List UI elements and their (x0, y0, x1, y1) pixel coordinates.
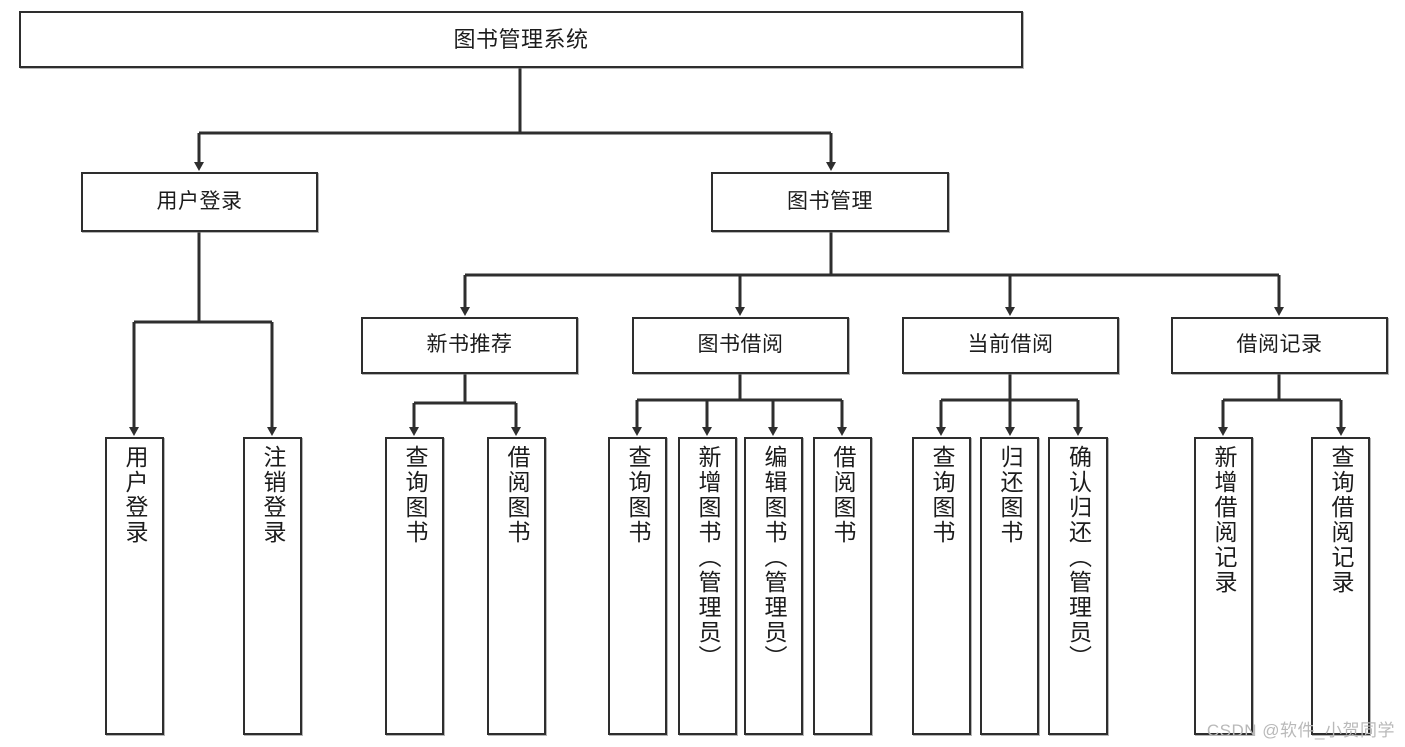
leaf-confirm-return[interactable]: 确认归还（管理员） (1048, 437, 1108, 735)
node-book-borrow[interactable]: 图书借阅 (632, 317, 849, 374)
node-root-label: 图书管理系统 (453, 26, 589, 52)
node-new-book-rec[interactable]: 新书推荐 (361, 317, 578, 374)
node-borrow-record[interactable]: 借阅记录 (1171, 317, 1388, 374)
node-current-borrow[interactable]: 当前借阅 (902, 317, 1119, 374)
leaf-add-book-label: 新增图书（管理员） (695, 445, 721, 670)
leaf-user-logout-label: 注销登录 (260, 445, 286, 545)
node-book-manage[interactable]: 图书管理 (711, 172, 949, 232)
leaf-user-login[interactable]: 用户登录 (105, 437, 164, 735)
leaf-query-book-1-label: 查询图书 (402, 445, 428, 545)
leaf-query-book-3[interactable]: 查询图书 (912, 437, 971, 735)
node-user-login-label: 用户登录 (156, 189, 243, 213)
leaf-user-logout[interactable]: 注销登录 (243, 437, 302, 735)
leaf-borrow-book-2-label: 借阅图书 (830, 445, 856, 545)
leaf-borrow-book-1-label: 借阅图书 (504, 445, 530, 545)
leaf-user-login-label: 用户登录 (122, 445, 148, 545)
leaf-add-record-label: 新增借阅记录 (1211, 445, 1237, 595)
leaf-confirm-return-label: 确认归还（管理员） (1065, 445, 1092, 670)
node-current-borrow-label: 当前借阅 (967, 333, 1054, 357)
node-book-borrow-label: 图书借阅 (697, 333, 784, 357)
leaf-borrow-book-1[interactable]: 借阅图书 (487, 437, 546, 735)
csdn-watermark: CSDN @软件_小贺同学 (1206, 721, 1395, 740)
leaf-add-book[interactable]: 新增图书（管理员） (678, 437, 737, 735)
leaf-return-book[interactable]: 归还图书 (980, 437, 1039, 735)
node-borrow-record-label: 借阅记录 (1236, 333, 1323, 357)
node-user-login[interactable]: 用户登录 (81, 172, 318, 232)
leaf-query-book-3-label: 查询图书 (929, 445, 955, 545)
leaf-query-book-2[interactable]: 查询图书 (608, 437, 667, 735)
leaf-query-book-2-label: 查询图书 (625, 445, 651, 545)
leaf-return-book-label: 归还图书 (997, 445, 1023, 545)
leaf-query-book-1[interactable]: 查询图书 (385, 437, 444, 735)
leaf-edit-book[interactable]: 编辑图书（管理员） (744, 437, 803, 735)
node-book-manage-label: 图书管理 (787, 189, 873, 213)
leaf-borrow-book-2[interactable]: 借阅图书 (813, 437, 872, 735)
leaf-edit-book-label: 编辑图书（管理员） (761, 445, 787, 670)
leaf-query-record[interactable]: 查询借阅记录 (1311, 437, 1370, 735)
leaf-query-record-label: 查询借阅记录 (1328, 445, 1354, 595)
node-root[interactable]: 图书管理系统 (19, 11, 1023, 68)
node-new-book-rec-label: 新书推荐 (426, 333, 513, 357)
leaf-add-record[interactable]: 新增借阅记录 (1194, 437, 1253, 735)
